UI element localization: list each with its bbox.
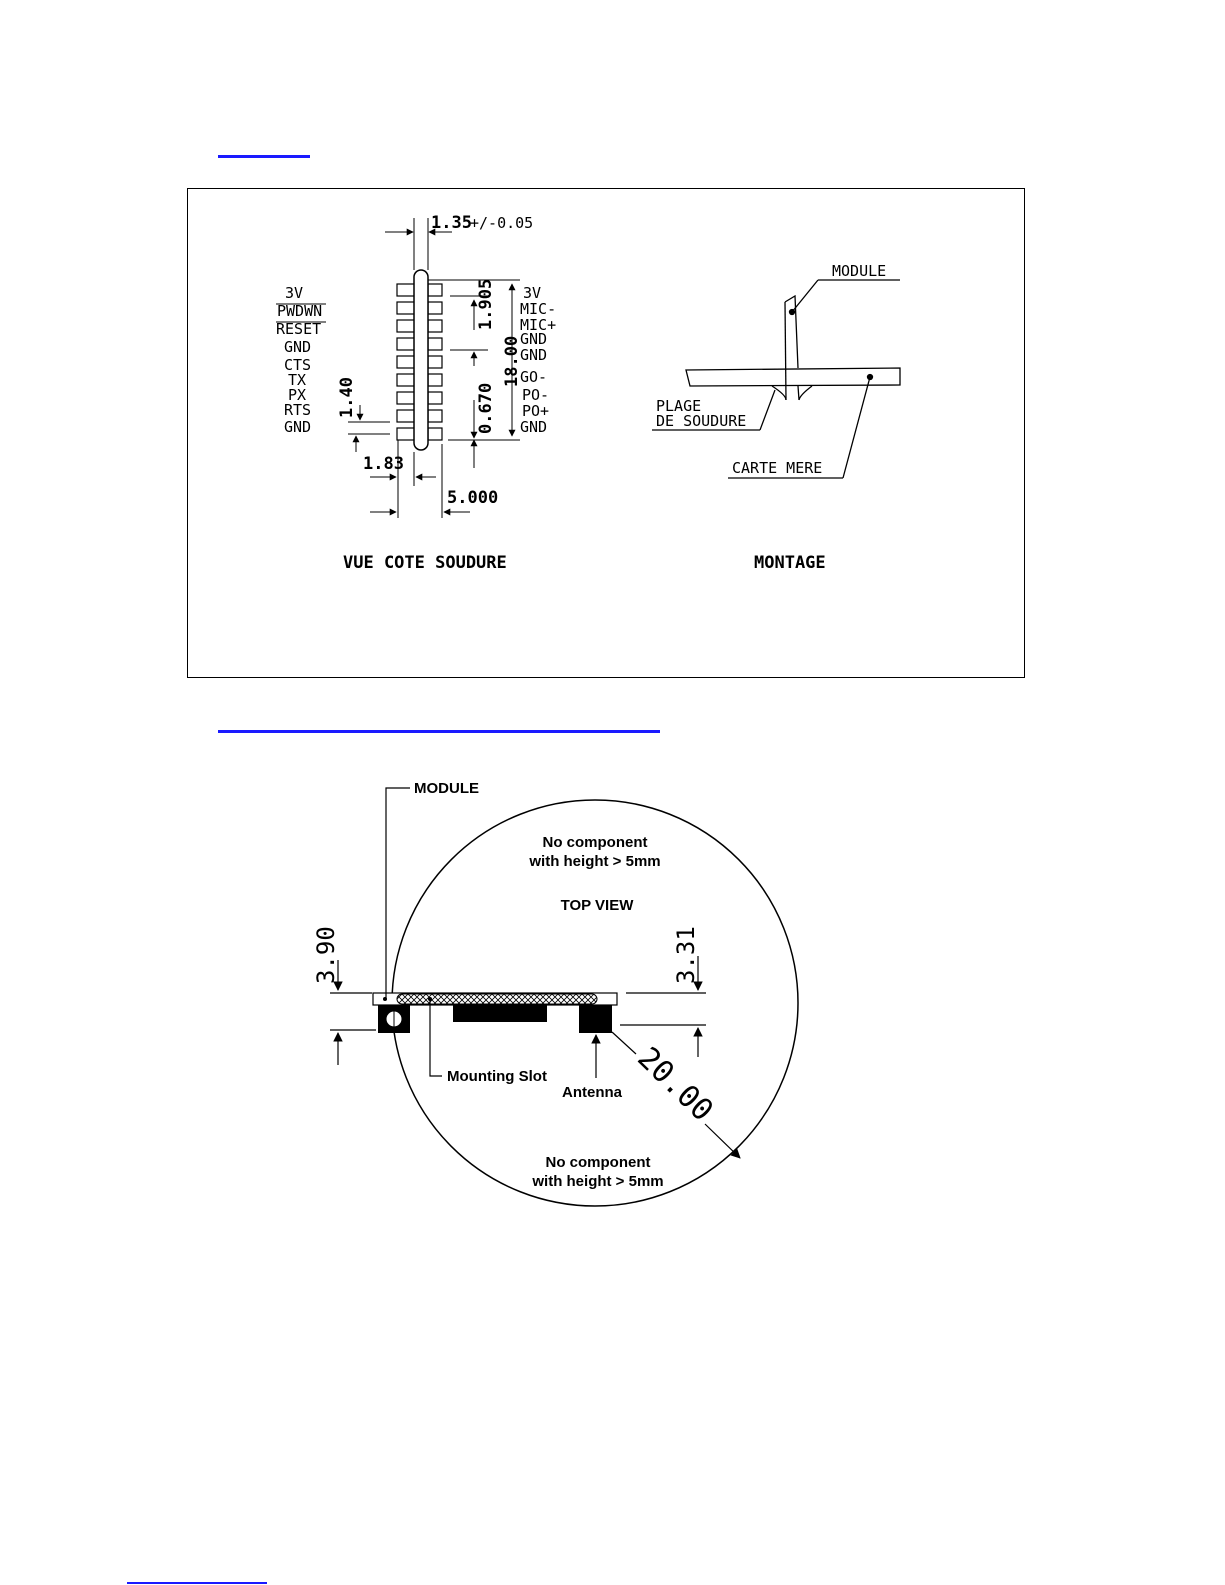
pin-label-left: GND	[284, 418, 311, 436]
pin-label-left: PWDWN	[277, 302, 322, 320]
module-board-edge	[414, 270, 428, 450]
footnote-separator	[127, 1582, 267, 1584]
dim-right-value: 3.31	[672, 926, 700, 984]
no-component-bottom-line2: with height > 5mm	[531, 1173, 663, 1190]
dim-pitch: 1.905	[476, 279, 496, 330]
dim-tolerance: +/-0.05	[470, 214, 533, 232]
section-heading-underline-2[interactable]	[218, 730, 660, 733]
caption-soldering-view: VUE COTE SOUDURE	[343, 553, 507, 573]
mounting-module-label: MODULE	[832, 262, 886, 280]
pin-label-right: GO-	[520, 368, 547, 386]
board-label: CARTE MERE	[732, 459, 822, 477]
top-view-drawing: MODULE No component with height > 5mm TO…	[0, 760, 1225, 1280]
pad-label-line2: DE SOUDURE	[656, 412, 746, 430]
pinout-drawing: 3V PWDWN RESET GND CTS TX PX RTS GND 3V …	[0, 0, 1225, 720]
top-view-title: TOP VIEW	[561, 897, 635, 914]
pin-label-right: GND	[520, 346, 547, 364]
no-component-top-line1: No component	[543, 834, 648, 851]
pin-label-right: GND	[520, 418, 547, 436]
caption-mounting-view: MONTAGE	[754, 553, 826, 573]
dim-offset: 1.83	[363, 454, 404, 474]
chip-block	[453, 1005, 547, 1022]
antenna-block	[579, 1005, 612, 1033]
dim-height: 18.00	[502, 336, 522, 387]
no-component-top-line2: with height > 5mm	[528, 853, 660, 870]
mounting-view	[652, 280, 900, 478]
pin-label-left: GND	[284, 338, 311, 356]
dim-pad: 1.40	[337, 377, 357, 418]
mounting-slot	[397, 994, 597, 1004]
left-pin-labels: 3V PWDWN RESET GND CTS TX PX RTS GND	[276, 284, 326, 436]
antenna-label: Antenna	[562, 1084, 623, 1101]
top-module-label: MODULE	[414, 780, 479, 797]
dim-left-value: 3.90	[312, 926, 340, 984]
pin-label-left: 3V	[285, 284, 303, 302]
right-pin-labels: 3V MIC- MIC+ GND GND GO- PO- PO+ GND	[520, 284, 556, 436]
no-component-bottom-line1: No component	[546, 1154, 651, 1171]
radius-value: 20.00	[630, 1041, 719, 1129]
pin-label-left: RESET	[276, 320, 321, 338]
dim-bottom: 0.670	[476, 383, 496, 434]
dim-thickness: 1.35	[431, 213, 472, 233]
mounting-slot-label: Mounting Slot	[447, 1068, 547, 1085]
pin-label-left: RTS	[284, 401, 311, 419]
dim-width: 5.000	[447, 488, 498, 508]
